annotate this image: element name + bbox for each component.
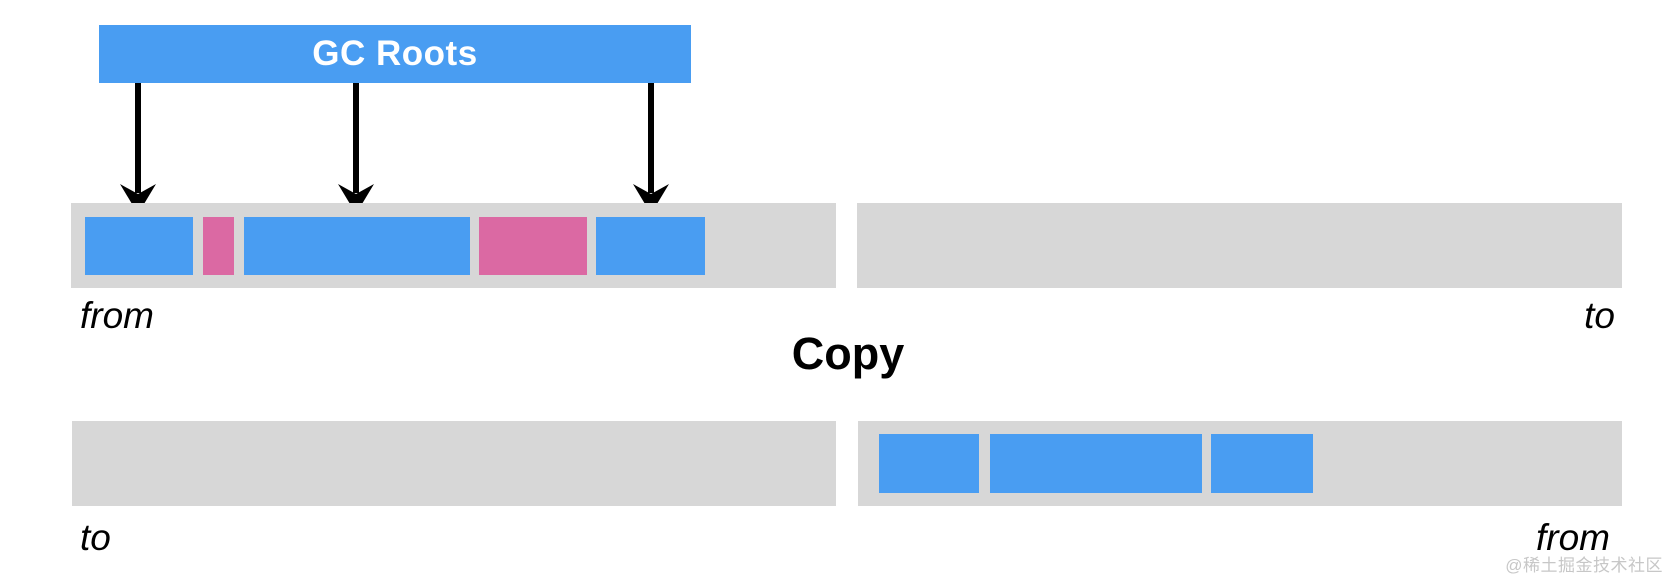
- space-label-from-bottom: from: [1536, 517, 1610, 558]
- live-object-block: [1211, 434, 1313, 493]
- space-label-to-bottom: to: [80, 517, 111, 558]
- live-object-block: [990, 434, 1202, 493]
- live-object-block: [596, 217, 705, 275]
- live-object-block: [879, 434, 979, 493]
- live-object-block: [244, 217, 470, 275]
- watermark-text: @稀土掘金技术社区: [1505, 556, 1663, 575]
- gc-roots-label: GC Roots: [312, 34, 478, 73]
- garbage-object-block: [479, 217, 587, 275]
- gc-roots-box: GC Roots: [99, 25, 691, 83]
- space-label-from-top: from: [80, 295, 154, 336]
- garbage-object-block: [203, 217, 234, 275]
- live-object-block: [85, 217, 193, 275]
- copy-caption: Copy: [791, 328, 905, 379]
- heap-space-to-top: [857, 203, 1622, 288]
- space-label-to-top: to: [1584, 295, 1615, 336]
- heap-space-to-bottom: [72, 421, 836, 506]
